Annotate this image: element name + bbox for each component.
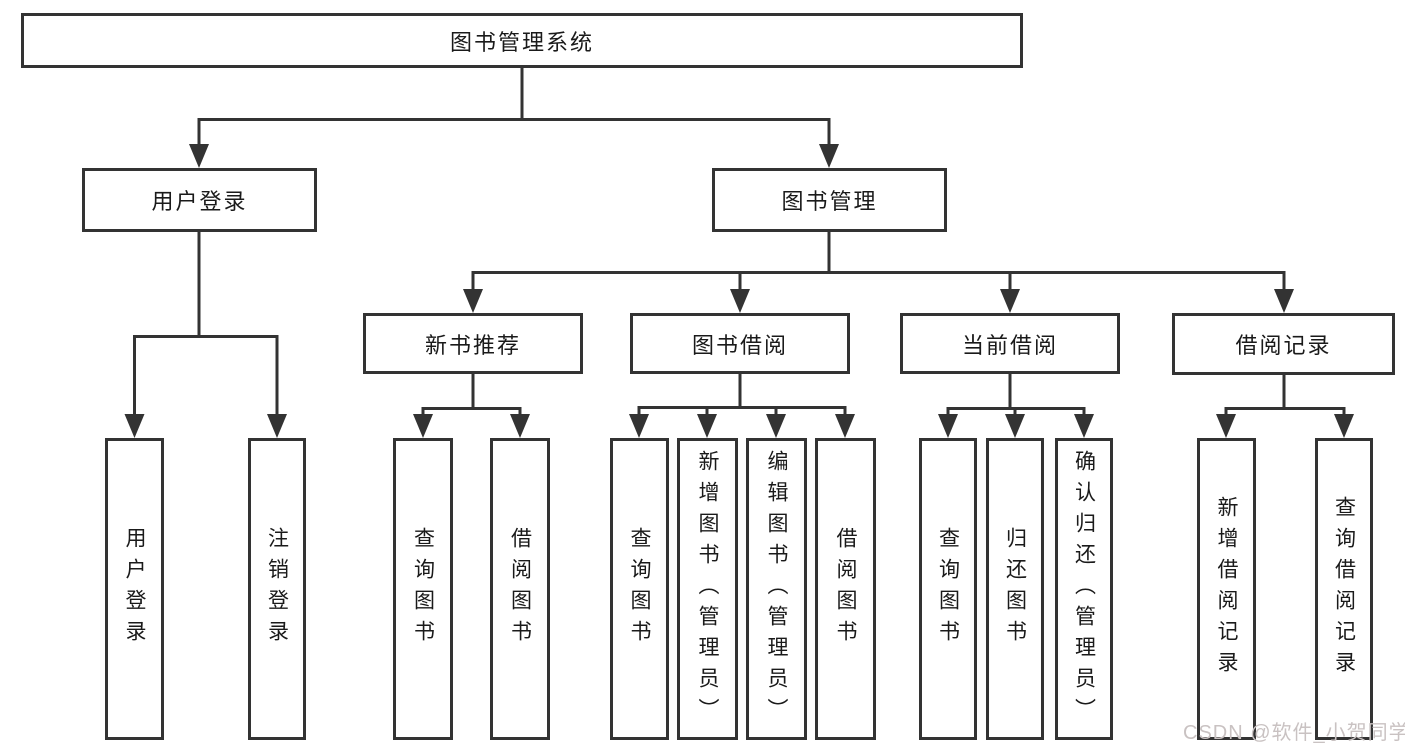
node-user-login: 用户登录 [82,168,317,232]
leaf-logout: 注销登录 [248,438,306,740]
leaf-add-borrow-record: 新增借阅记录 [1197,438,1256,740]
leaf-edit-books-admin: 编辑图书（管理员） [746,438,807,740]
leaf-confirm-return-admin: 确认归还（管理员） [1055,438,1113,740]
leaf-user-login: 用户登录 [105,438,164,740]
leaf-query-books-current: 查询图书 [919,438,977,740]
leaf-borrow-books-recommend: 借阅图书 [490,438,550,740]
leaf-query-books-recommend: 查询图书 [393,438,453,740]
node-book-borrowing: 图书借阅 [630,313,850,374]
leaf-query-borrow-record: 查询借阅记录 [1315,438,1373,740]
leaf-query-books-borrow: 查询图书 [610,438,669,740]
leaf-borrow-books: 借阅图书 [815,438,876,740]
node-borrowing-records: 借阅记录 [1172,313,1395,375]
leaf-add-books-admin: 新增图书（管理员） [677,438,738,740]
node-current-borrowing: 当前借阅 [900,313,1120,374]
node-new-book-recommendation: 新书推荐 [363,313,583,374]
leaf-return-books: 归还图书 [986,438,1044,740]
node-root-library-management-system: 图书管理系统 [21,13,1023,68]
csdn-watermark: CSDN @软件_小贺同学 [1183,722,1405,744]
node-book-management: 图书管理 [712,168,947,232]
